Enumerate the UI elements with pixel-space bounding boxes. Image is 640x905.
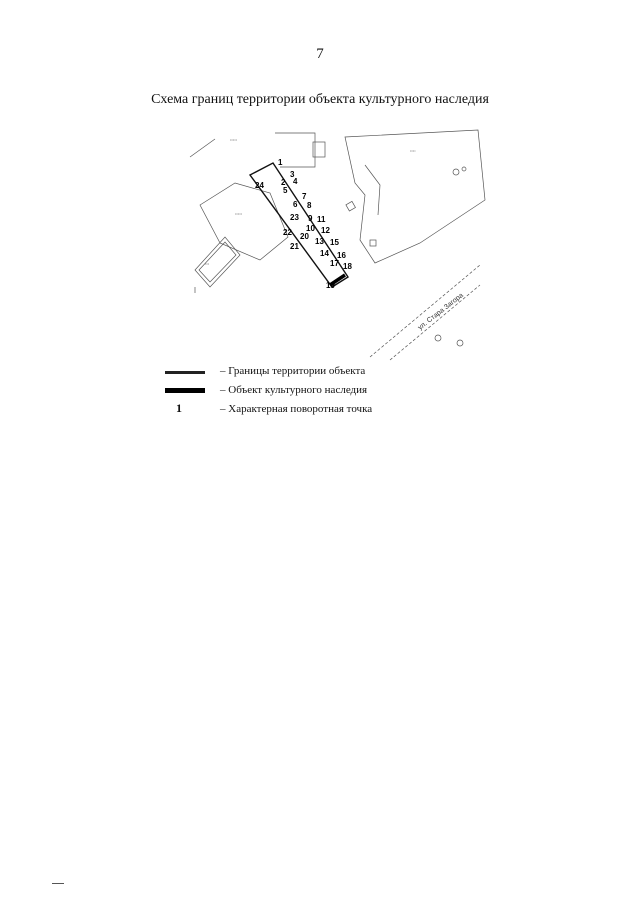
point-label-5: 5	[283, 186, 288, 195]
map-faint-label: •••	[205, 261, 210, 266]
point-label-15: 15	[330, 238, 339, 247]
legend-thin-line-icon	[165, 371, 205, 374]
footer-mark	[52, 883, 64, 884]
point-label-24: 24	[255, 181, 264, 190]
map-faint-label: •••••	[235, 211, 243, 216]
map-circle	[456, 339, 464, 347]
street-line	[389, 284, 481, 361]
point-label-1: 1	[278, 158, 283, 167]
legend-item-boundary: – Границы территории объекта	[165, 363, 485, 382]
point-label-3: 3	[290, 170, 295, 179]
point-label-12: 12	[321, 226, 330, 235]
point-label-7: 7	[302, 192, 307, 201]
point-label-14: 14	[320, 249, 329, 258]
point-label-20: 20	[300, 232, 309, 241]
legend-number: 1	[176, 401, 182, 415]
street-line	[369, 264, 481, 358]
point-label-21: 21	[290, 242, 299, 251]
legend-item-object: – Объект культурного наследия	[165, 382, 485, 401]
legend-text: – Характерная поворотная точка	[220, 403, 373, 415]
building-inner-line	[364, 164, 381, 216]
map-circle	[434, 334, 442, 342]
point-label-4: 4	[293, 177, 298, 186]
legend-text: – Объект культурного наследия	[220, 384, 368, 396]
map-faint-label: ••••	[410, 148, 416, 153]
map-faint-label: •••••	[230, 137, 238, 142]
site-map-drawing: ••••• ••••• •••• ••• ул. Стара Загора 12…	[189, 129, 486, 361]
legend-text: – Границы территории объекта	[220, 365, 366, 377]
building-outline	[312, 141, 326, 158]
point-label-13: 13	[315, 237, 324, 246]
legend: – Границы территории объекта – Объект ку…	[165, 363, 485, 420]
building-outline	[344, 129, 486, 264]
point-label-17: 17	[330, 259, 339, 268]
page-number: 7	[316, 46, 324, 62]
building-outline	[275, 132, 316, 168]
point-label-22: 22	[283, 228, 292, 237]
point-label-18: 18	[343, 262, 352, 271]
building-outline	[199, 182, 289, 261]
point-label-8: 8	[307, 201, 312, 210]
point-label-2: 2	[281, 178, 286, 187]
map-circle	[452, 168, 460, 176]
building-outline	[198, 241, 237, 283]
legend-item-point: 1 – Характерная поворотная точка	[165, 401, 485, 420]
point-label-23: 23	[290, 213, 299, 222]
heritage-object	[329, 273, 346, 287]
point-label-9: 9	[308, 214, 313, 223]
map-circle	[461, 166, 467, 172]
legend-thick-line-icon	[165, 388, 205, 393]
territory-boundary	[248, 162, 349, 288]
building-outline	[194, 236, 241, 288]
point-label-16: 16	[337, 251, 346, 260]
point-label-19: 19	[326, 281, 335, 290]
point-label-10: 10	[306, 224, 315, 233]
map-line	[189, 138, 216, 158]
point-label-6: 6	[293, 200, 298, 209]
building-marker	[369, 239, 377, 247]
scheme-title: Схема границ территории объекта культурн…	[151, 92, 489, 107]
point-label-11: 11	[317, 215, 326, 224]
building-marker	[345, 200, 356, 212]
surrounding-buildings	[189, 129, 486, 361]
